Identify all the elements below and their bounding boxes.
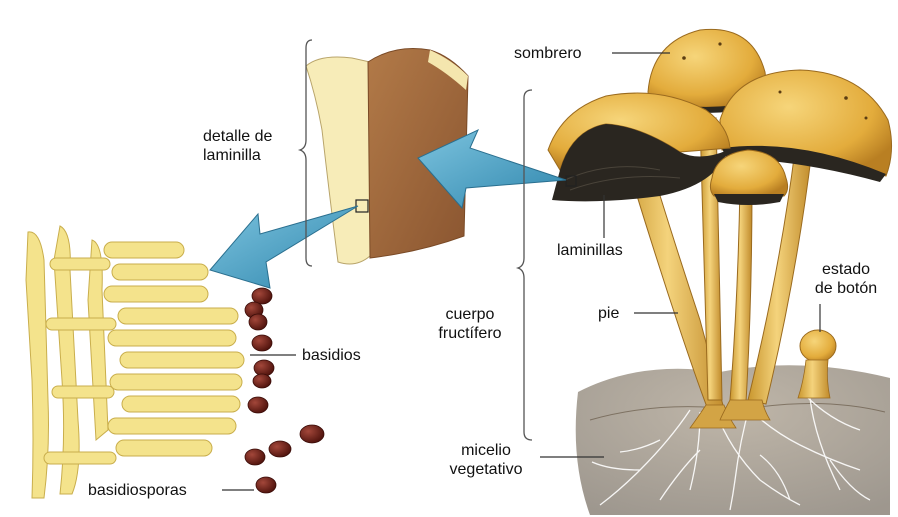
hyphae-cluster [26,226,244,498]
label-detalle-line1: detalle de [203,127,272,146]
label-micelio-vegetativo: micelio vegetativo [436,441,536,479]
label-micelio-line2: vegetativo [436,460,536,479]
label-cuerpo-fructifero: cuerpo fructífero [420,305,520,343]
label-pie: pie [598,304,619,323]
label-laminillas: laminillas [557,241,623,260]
label-detalle-de-laminilla: detalle de laminilla [203,127,272,165]
label-detalle-line2: laminilla [203,146,272,165]
label-estado-line2: de botón [806,279,886,298]
label-estado-line1: estado [806,260,886,279]
label-basidios: basidios [302,346,361,365]
label-estado-de-boton: estado de botón [806,260,886,298]
label-micelio-line1: micelio [436,441,536,460]
spores [245,288,324,493]
label-cuerpo-line1: cuerpo [420,305,520,324]
label-basidiosporas: basidiosporas [88,481,187,500]
label-sombrero: sombrero [514,44,582,63]
label-cuerpo-line2: fructífero [420,324,520,343]
